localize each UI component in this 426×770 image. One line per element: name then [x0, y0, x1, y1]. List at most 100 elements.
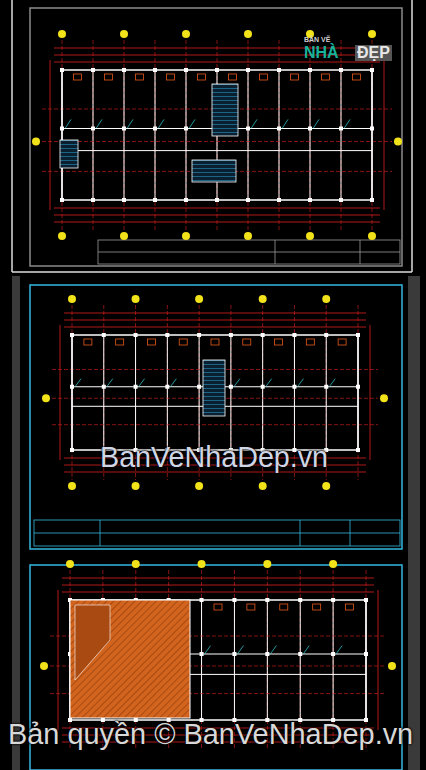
axis-bubble — [259, 295, 267, 303]
fixture — [116, 339, 124, 345]
outer-wall — [70, 600, 366, 720]
cad-stroke — [167, 335, 168, 450]
cad-stroke — [60, 325, 61, 460]
cad-stroke — [199, 335, 200, 450]
fixture — [84, 339, 92, 345]
cad-stroke — [300, 600, 301, 720]
door-swing — [336, 646, 342, 654]
door-swing — [158, 119, 164, 128]
cad-stroke — [50, 60, 51, 210]
outer-wall — [62, 70, 372, 200]
axis-bubble — [388, 662, 396, 670]
door-swing — [282, 119, 288, 128]
cad-stroke — [333, 600, 334, 720]
watermark: BanVeNhaDep.vn — [100, 443, 328, 472]
door-swing — [237, 646, 243, 654]
fixture — [322, 74, 330, 80]
door-swing — [139, 379, 145, 387]
axis-bubble — [329, 560, 337, 568]
cad-stroke — [124, 70, 125, 200]
axis-bubble — [120, 232, 128, 240]
cad-stroke — [248, 70, 249, 200]
axis-bubble — [368, 232, 376, 240]
door-swing — [251, 119, 257, 128]
door-swing — [344, 119, 350, 128]
door-swing — [266, 379, 272, 387]
axis-bubble — [195, 482, 203, 490]
door-swing — [96, 119, 102, 128]
watermark: Bản quyền © BanVeNhaDep.vn — [8, 720, 413, 749]
axis-bubble — [263, 560, 271, 568]
door-swing — [189, 119, 195, 128]
door-swing — [313, 119, 319, 128]
cad-stroke — [62, 150, 372, 151]
door-swing — [205, 646, 211, 654]
axis-bubble — [132, 482, 140, 490]
fixture — [338, 339, 346, 345]
cad-stroke — [42, 141, 392, 142]
fixture — [313, 604, 321, 610]
fixture — [353, 74, 361, 80]
fixture — [280, 604, 288, 610]
cad-stroke — [384, 60, 385, 210]
cad-stroke — [310, 70, 311, 200]
door-swing — [65, 119, 71, 128]
axis-bubble — [66, 560, 74, 568]
logo-text: ĐẸP — [355, 45, 392, 61]
fixture — [105, 74, 113, 80]
axis-bubble — [132, 560, 140, 568]
axis-bubble — [368, 30, 376, 38]
cad-stroke — [155, 70, 156, 200]
fixture — [275, 339, 283, 345]
door-swing — [329, 379, 335, 387]
cad-stroke — [201, 600, 202, 720]
axis-bubble — [58, 30, 66, 38]
axis-bubble — [68, 295, 76, 303]
axis-bubble — [244, 30, 252, 38]
axis-bubble — [120, 30, 128, 38]
outer-wall — [72, 335, 358, 450]
door-swing — [297, 379, 303, 387]
axis-bubble — [322, 482, 330, 490]
fixture — [243, 339, 251, 345]
fixture — [136, 74, 144, 80]
cad-stroke — [62, 578, 374, 579]
cad-stroke — [62, 585, 374, 586]
cad-stroke — [378, 590, 379, 730]
axis-bubble — [380, 394, 388, 402]
cad-stroke — [52, 424, 378, 425]
cad-stroke — [234, 600, 235, 720]
cad-stroke — [230, 335, 231, 450]
door-swing — [127, 119, 133, 128]
cad-stroke — [64, 313, 366, 314]
cad-stroke — [341, 70, 342, 200]
fixture — [211, 339, 219, 345]
axis-bubble — [42, 394, 50, 402]
fixture — [260, 74, 268, 80]
door-swing — [75, 379, 81, 387]
cad-stroke — [370, 325, 371, 460]
cad-stroke — [326, 335, 327, 450]
fixture — [214, 604, 222, 610]
door-swing — [270, 646, 276, 654]
axis-bubble — [306, 232, 314, 240]
door-swing — [107, 379, 113, 387]
fixture — [229, 74, 237, 80]
fixture — [247, 604, 255, 610]
cad-stroke — [58, 590, 59, 730]
axis-bubble — [58, 232, 66, 240]
logo-text: NHÀ — [304, 45, 339, 61]
axis-bubble — [244, 232, 252, 240]
cad-stroke — [103, 335, 104, 450]
axis-bubble — [40, 662, 48, 670]
fixture — [147, 339, 155, 345]
axis-bubble — [195, 295, 203, 303]
cad-stroke — [93, 70, 94, 200]
axis-bubble — [198, 560, 206, 568]
axis-bubble — [259, 482, 267, 490]
door-swing — [170, 379, 176, 387]
fixture — [291, 74, 299, 80]
axis-bubble — [394, 138, 402, 146]
fixture — [306, 339, 314, 345]
